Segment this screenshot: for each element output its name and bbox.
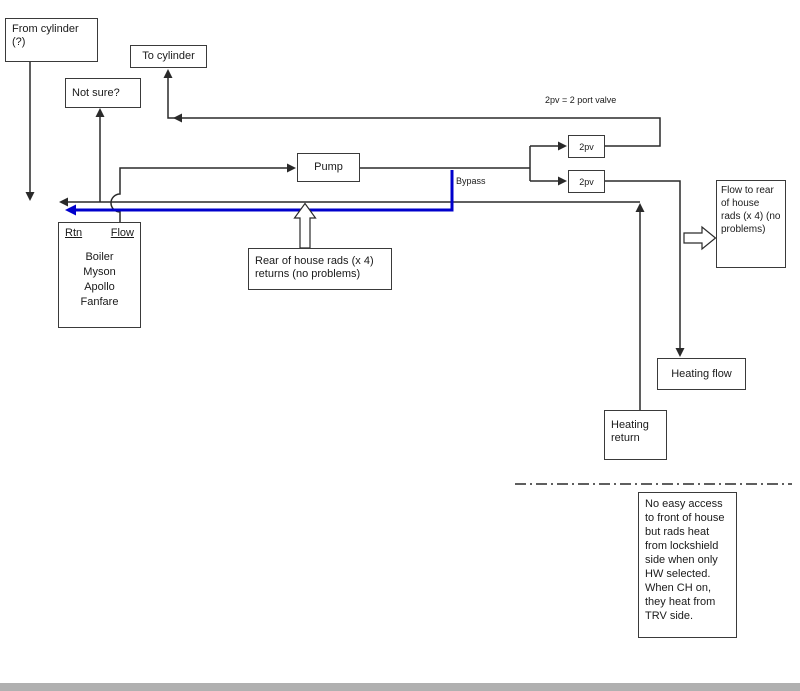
arrow-left-to-cylinder bbox=[173, 113, 182, 123]
arrow-right-valve-bottom bbox=[558, 176, 567, 186]
valve-bottom-label: 2pv bbox=[579, 176, 594, 187]
heating-return-box: Heating return bbox=[604, 410, 667, 460]
boiler-name-4: Fanfare bbox=[80, 296, 119, 308]
arrowheads bbox=[25, 69, 685, 357]
boiler-header: Rtn Flow bbox=[61, 227, 138, 240]
not-sure-label: Not sure? bbox=[72, 87, 120, 99]
open-arrow-up-rear-returns bbox=[293, 202, 317, 249]
black-pipes bbox=[29, 62, 681, 410]
pump-box: Pump bbox=[297, 153, 360, 182]
boiler-name-1: Boiler bbox=[85, 251, 114, 263]
boiler-flow-label: Flow bbox=[110, 227, 134, 239]
heating-return-label: Heating return bbox=[611, 419, 649, 444]
rear-returns-label: Rear of house rads (x 4) returns (no pro… bbox=[255, 255, 374, 280]
boiler-rtn-label: Rtn bbox=[65, 227, 83, 239]
valve-bottom-box: 2pv bbox=[568, 170, 605, 193]
pump-label: Pump bbox=[314, 161, 343, 173]
pump-out-pipe bbox=[360, 145, 558, 182]
note-text: No easy access to front of house but rad… bbox=[645, 498, 725, 622]
arrow-right-valve-top bbox=[558, 141, 567, 151]
to-cylinder-box: To cylinder bbox=[130, 45, 207, 68]
bypass-label: Bypass bbox=[456, 176, 486, 186]
to-cylinder-label: To cylinder bbox=[142, 50, 195, 62]
heating-flow-box: Heating flow bbox=[657, 358, 746, 390]
from-cylinder-label: From cylinder (?) bbox=[12, 23, 79, 48]
open-arrow-right-flow-to-rear bbox=[683, 225, 717, 251]
boiler-name-3: Apollo bbox=[84, 281, 115, 293]
heating-flow-pipe bbox=[605, 180, 681, 350]
valve-top-box: 2pv bbox=[568, 135, 605, 158]
bottom-gray-strip bbox=[0, 683, 800, 691]
boiler-name-2: Myson bbox=[83, 266, 116, 278]
arrow-down-heating-flow bbox=[675, 348, 685, 357]
valve-top-label: 2pv bbox=[579, 141, 594, 152]
flow-to-rear-label: Flow to rear of house rads (x 4) (no pro… bbox=[721, 185, 781, 235]
from-cylinder-box: From cylinder (?) bbox=[5, 18, 98, 62]
arrow-up-to-cylinder bbox=[163, 69, 173, 78]
to-cylinder-pipe bbox=[167, 76, 661, 147]
rear-returns-box: Rear of house rads (x 4) returns (no pro… bbox=[248, 248, 392, 290]
arrow-up-heating-return bbox=[635, 203, 645, 212]
boiler-box: Rtn Flow Boiler Myson Apollo Fanfare bbox=[58, 222, 141, 328]
arrow-up-not-sure bbox=[95, 108, 105, 117]
boiler-flow-pipe bbox=[110, 167, 288, 222]
bypass-line bbox=[75, 170, 454, 212]
arrow-right-pump bbox=[287, 163, 296, 173]
legend-2pv-label: 2pv = 2 port valve bbox=[545, 95, 617, 105]
heating-flow-label: Heating flow bbox=[671, 367, 732, 380]
outline-arrows bbox=[293, 202, 717, 251]
arrow-left-bypass bbox=[65, 204, 76, 216]
arrow-down-from-cylinder bbox=[25, 192, 35, 201]
boiler-names: Boiler Myson Apollo Fanfare bbox=[61, 250, 138, 310]
arrow-left-return bbox=[59, 197, 68, 207]
flow-to-rear-box: Flow to rear of house rads (x 4) (no pro… bbox=[716, 180, 786, 268]
note-box: No easy access to front of house but rad… bbox=[638, 492, 737, 638]
bypass-pipe bbox=[65, 170, 454, 216]
not-sure-box: Not sure? bbox=[65, 78, 141, 108]
